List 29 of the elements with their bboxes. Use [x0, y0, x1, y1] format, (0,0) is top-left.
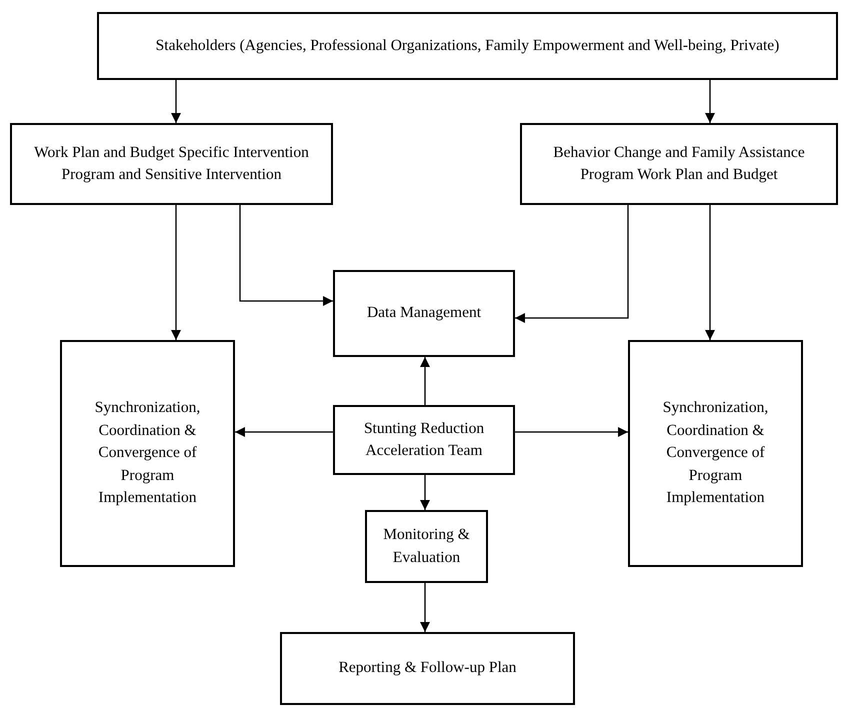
process-box — [10, 123, 333, 205]
process-box — [97, 12, 838, 80]
box-label: Work Plan and Budget Specific Intervention Program and Sensitive Intervention — [33, 142, 310, 185]
arrow — [515, 427, 628, 437]
arrow — [515, 205, 629, 323]
arrow — [420, 357, 430, 405]
box-label: Monitoring & Evaluation — [382, 525, 471, 568]
arrow — [705, 80, 715, 123]
box-label: Behavior Change and Family Assistance Program Work Plan and Budget — [552, 142, 806, 185]
box-label: Reporting & Follow-up Plan — [338, 658, 516, 678]
arrow — [705, 205, 715, 340]
process-box — [333, 270, 515, 357]
arrow — [420, 475, 430, 510]
process-box — [280, 632, 575, 705]
box-label: Synchronization, Coordination & Convergence of Program Implementation — [94, 398, 202, 508]
arrow — [235, 427, 333, 437]
arrow — [239, 205, 333, 306]
process-box — [365, 510, 488, 583]
box-label: Synchronization, Coordination & Convergence of Program Implementation — [662, 398, 770, 508]
box-label: Data Management — [366, 303, 482, 324]
arrow — [420, 583, 430, 632]
arrow — [171, 205, 181, 340]
arrow — [171, 80, 181, 123]
process-box — [520, 123, 838, 205]
box-label: Stakeholders (Agencies, Professional Organizations, Family Empowerment and Well-being, Private) — [156, 36, 780, 56]
process-box — [333, 405, 515, 475]
process-box — [60, 340, 235, 567]
box-label: Stunting Reduction Acceleration Team — [362, 418, 486, 461]
process-box — [628, 340, 803, 567]
